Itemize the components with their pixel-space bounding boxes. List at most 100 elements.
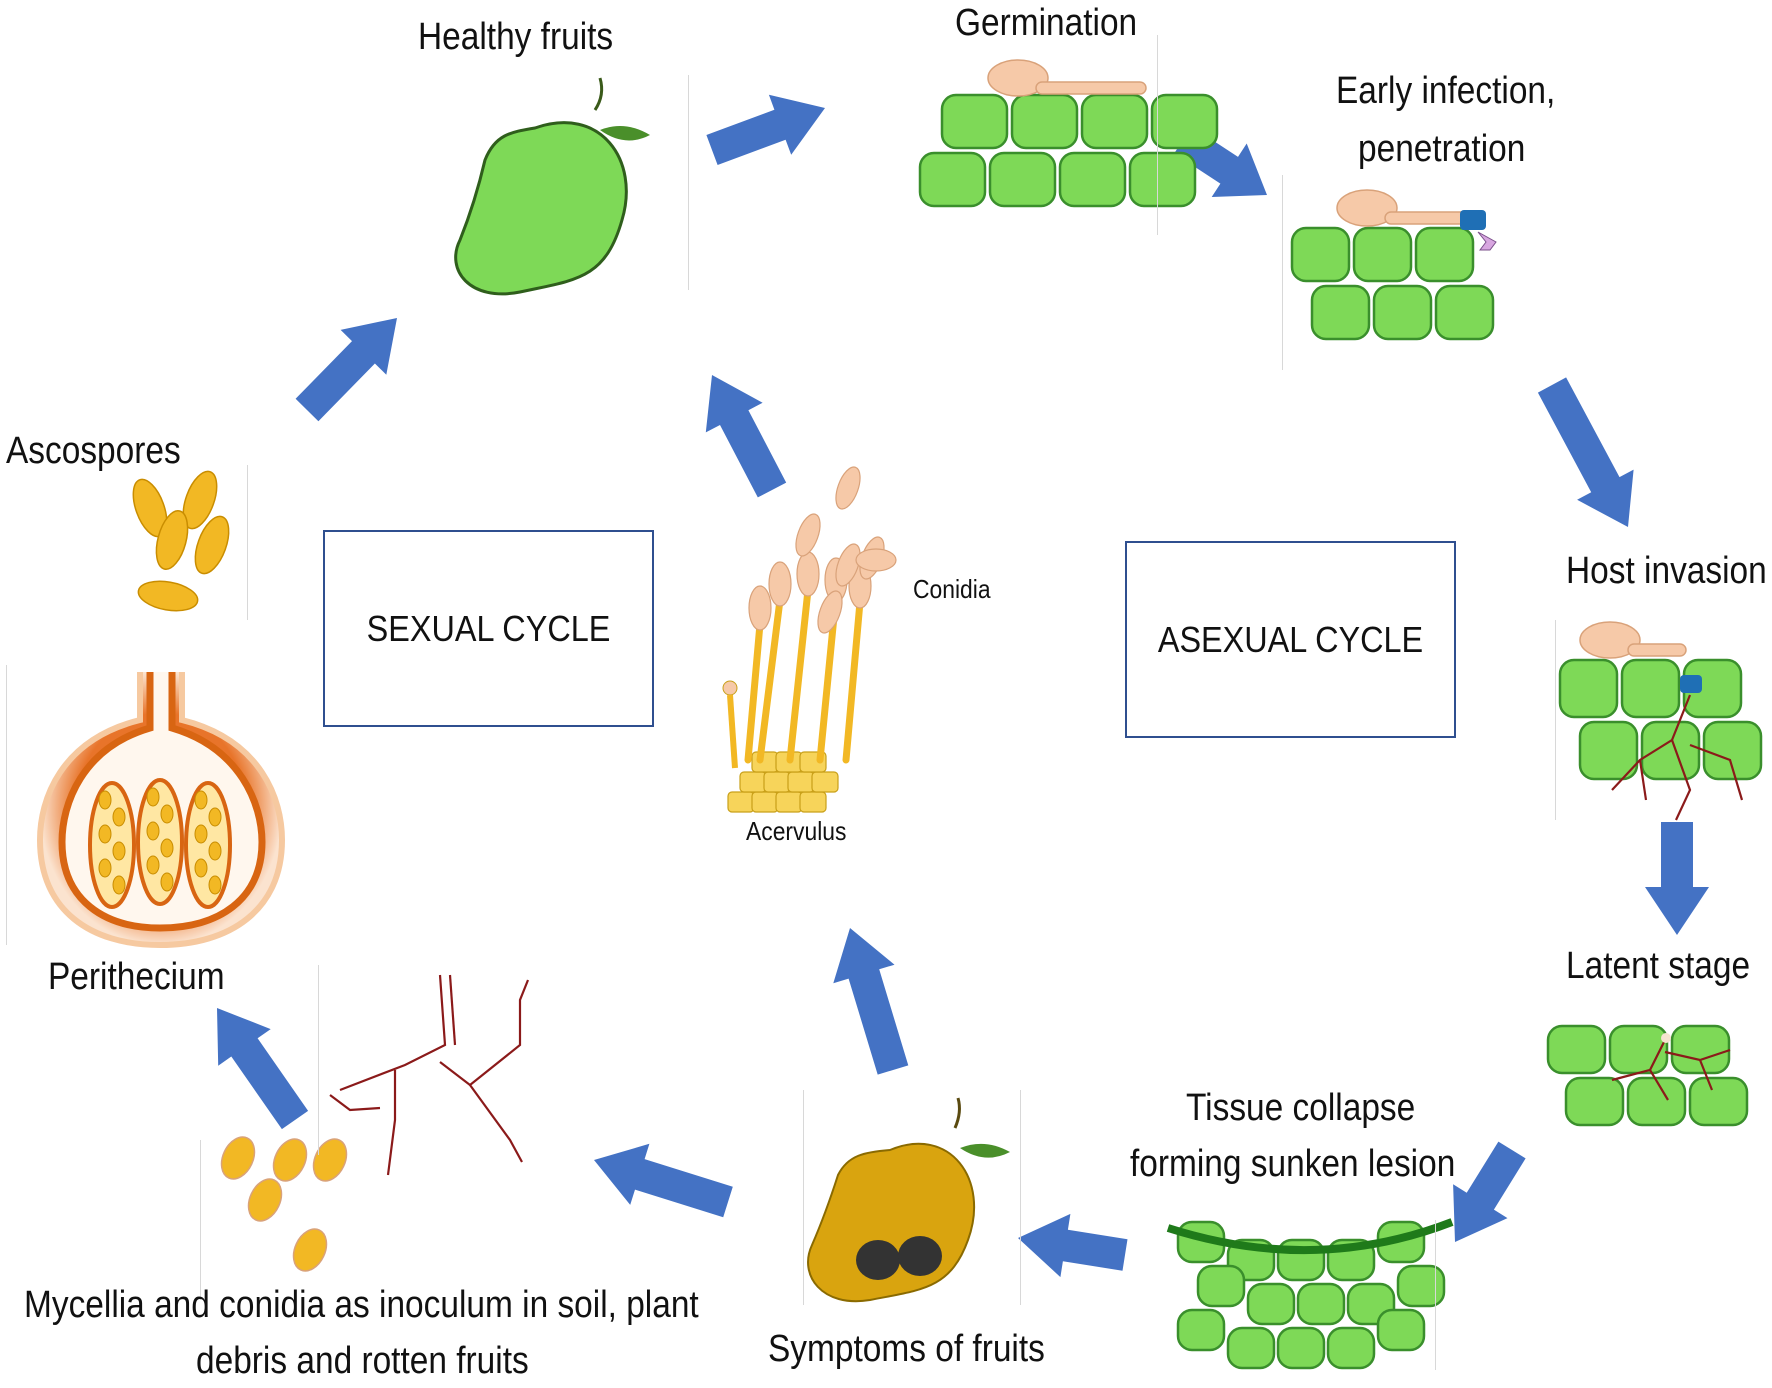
germinating-conidium xyxy=(987,59,1049,97)
arrow-to-germination xyxy=(706,94,825,165)
lesion-spot xyxy=(898,1236,942,1276)
invading-conidium-tube xyxy=(1627,643,1687,657)
cycle-arrows xyxy=(217,94,1709,1278)
intracellular-hyphae xyxy=(1638,759,1648,801)
diseased-mango-stem xyxy=(953,1097,961,1129)
diseased-mango xyxy=(807,1143,976,1303)
inoculum-conidium xyxy=(292,1228,328,1272)
conidiophore xyxy=(727,694,738,769)
arrow-to-tissue-collapse xyxy=(1453,1141,1526,1242)
label-early-infection: Early infection, xyxy=(1336,70,1556,112)
intracellular-hyphae xyxy=(1611,694,1692,791)
arrow-acervulus-to-healthy xyxy=(705,375,787,498)
ascospore-in-ascus xyxy=(160,872,174,892)
tissue-cell xyxy=(1010,93,1079,150)
ascospore-in-ascus xyxy=(146,787,160,807)
image-border xyxy=(247,465,248,620)
ascospore-in-ascus xyxy=(112,875,126,895)
acervulus-cell xyxy=(775,791,803,813)
acervulus-cell xyxy=(751,791,779,813)
tissue-cell xyxy=(1640,720,1701,781)
tissue-cell xyxy=(1434,284,1495,341)
label-conidia: Conidia xyxy=(913,574,991,604)
sexual-cycle-box: SEXUAL CYCLE xyxy=(323,530,654,727)
lesion-cell xyxy=(1226,1326,1276,1370)
tissue-cell xyxy=(988,151,1057,208)
released-conidium xyxy=(835,543,861,587)
arrow-to-host-invasion xyxy=(1537,377,1634,527)
label-mycelia: Mycellia and conidia as inoculum in soil… xyxy=(24,1284,699,1326)
ascospore-in-ascus xyxy=(208,875,222,895)
ascospore-in-ascus xyxy=(98,824,112,844)
inoculum-conidium xyxy=(312,1138,348,1182)
asexual-cycle-label: ASEXUAL CYCLE xyxy=(1157,618,1424,660)
image-border xyxy=(1157,35,1158,235)
tissue-cell xyxy=(918,151,987,208)
label-ascospores: Ascospores xyxy=(6,430,181,472)
ascospore-in-ascus xyxy=(98,858,112,878)
lesion-cell xyxy=(1246,1282,1296,1326)
acervulus-cell xyxy=(799,791,827,813)
ascospore-in-ascus xyxy=(146,855,160,875)
tissue-cell xyxy=(1546,1024,1607,1075)
tissue-cell xyxy=(1310,284,1371,341)
image-border xyxy=(1555,620,1556,820)
conidiophore xyxy=(744,620,764,764)
mycelium xyxy=(329,1094,381,1112)
tissue-cell xyxy=(1688,1076,1749,1127)
asexual-cycle-box: ASEXUAL CYCLE xyxy=(1125,541,1456,738)
released-conidium xyxy=(835,466,861,510)
ascospore xyxy=(137,580,199,612)
conidiophore xyxy=(756,596,784,764)
tissue-cell xyxy=(1626,1076,1687,1127)
arrow-to-healthy-fruits xyxy=(295,318,397,422)
latent-hyphae xyxy=(1649,1069,1669,1101)
ascospore-in-ascus xyxy=(112,841,126,861)
image-border xyxy=(318,965,319,1155)
tissue-cell xyxy=(1058,151,1127,208)
acervulus-cell xyxy=(727,791,755,813)
ascospore-in-ascus xyxy=(98,790,112,810)
intracellular-hyphae xyxy=(1670,739,1692,821)
tissue-cell xyxy=(1670,1024,1731,1075)
tissue-cell xyxy=(1372,284,1433,341)
lesion-spot xyxy=(856,1240,900,1280)
lesion-cell xyxy=(1196,1264,1246,1308)
tissue-cell xyxy=(1578,720,1639,781)
tissue-cell xyxy=(1620,658,1681,719)
latent-hyphae xyxy=(1698,1059,1714,1091)
ascospore-in-ascus xyxy=(194,824,208,844)
image-border xyxy=(200,1140,201,1300)
acervulus-cell xyxy=(751,751,779,773)
arrow-to-acervulus xyxy=(833,928,909,1075)
image-border xyxy=(1020,1090,1021,1305)
label-latent-stage: Latent stage xyxy=(1566,945,1751,987)
label-acervulus: Acervulus xyxy=(746,816,847,846)
label-germination: Germination xyxy=(955,2,1138,44)
ascospore-in-ascus xyxy=(146,821,160,841)
label-mycelia-2: debris and rotten fruits xyxy=(196,1340,529,1382)
acervulus-cell xyxy=(763,771,791,793)
tissue-cell xyxy=(1080,93,1149,150)
illustrations xyxy=(36,59,1744,1303)
label-host-invasion: Host invasion xyxy=(1566,550,1767,592)
tissue-cell xyxy=(1150,93,1219,150)
tissue-cell xyxy=(940,93,1009,150)
conidium xyxy=(796,551,820,597)
inoculum-conidium xyxy=(220,1136,256,1180)
lesion-cell xyxy=(1176,1308,1226,1352)
conidium xyxy=(748,585,772,631)
lesion-cell xyxy=(1296,1282,1346,1326)
mycelium xyxy=(386,1070,397,1176)
ascus xyxy=(88,781,136,909)
acervulus-cell xyxy=(811,771,839,793)
inoculum-conidium xyxy=(272,1138,308,1182)
conidiophore xyxy=(786,586,812,764)
ascospore-in-ascus xyxy=(160,804,174,824)
tissue-cell xyxy=(1608,1024,1669,1075)
image-border xyxy=(688,75,689,290)
tissue-cell xyxy=(1128,151,1197,208)
tissue-cell xyxy=(1564,1076,1625,1127)
released-conidium xyxy=(817,590,843,634)
